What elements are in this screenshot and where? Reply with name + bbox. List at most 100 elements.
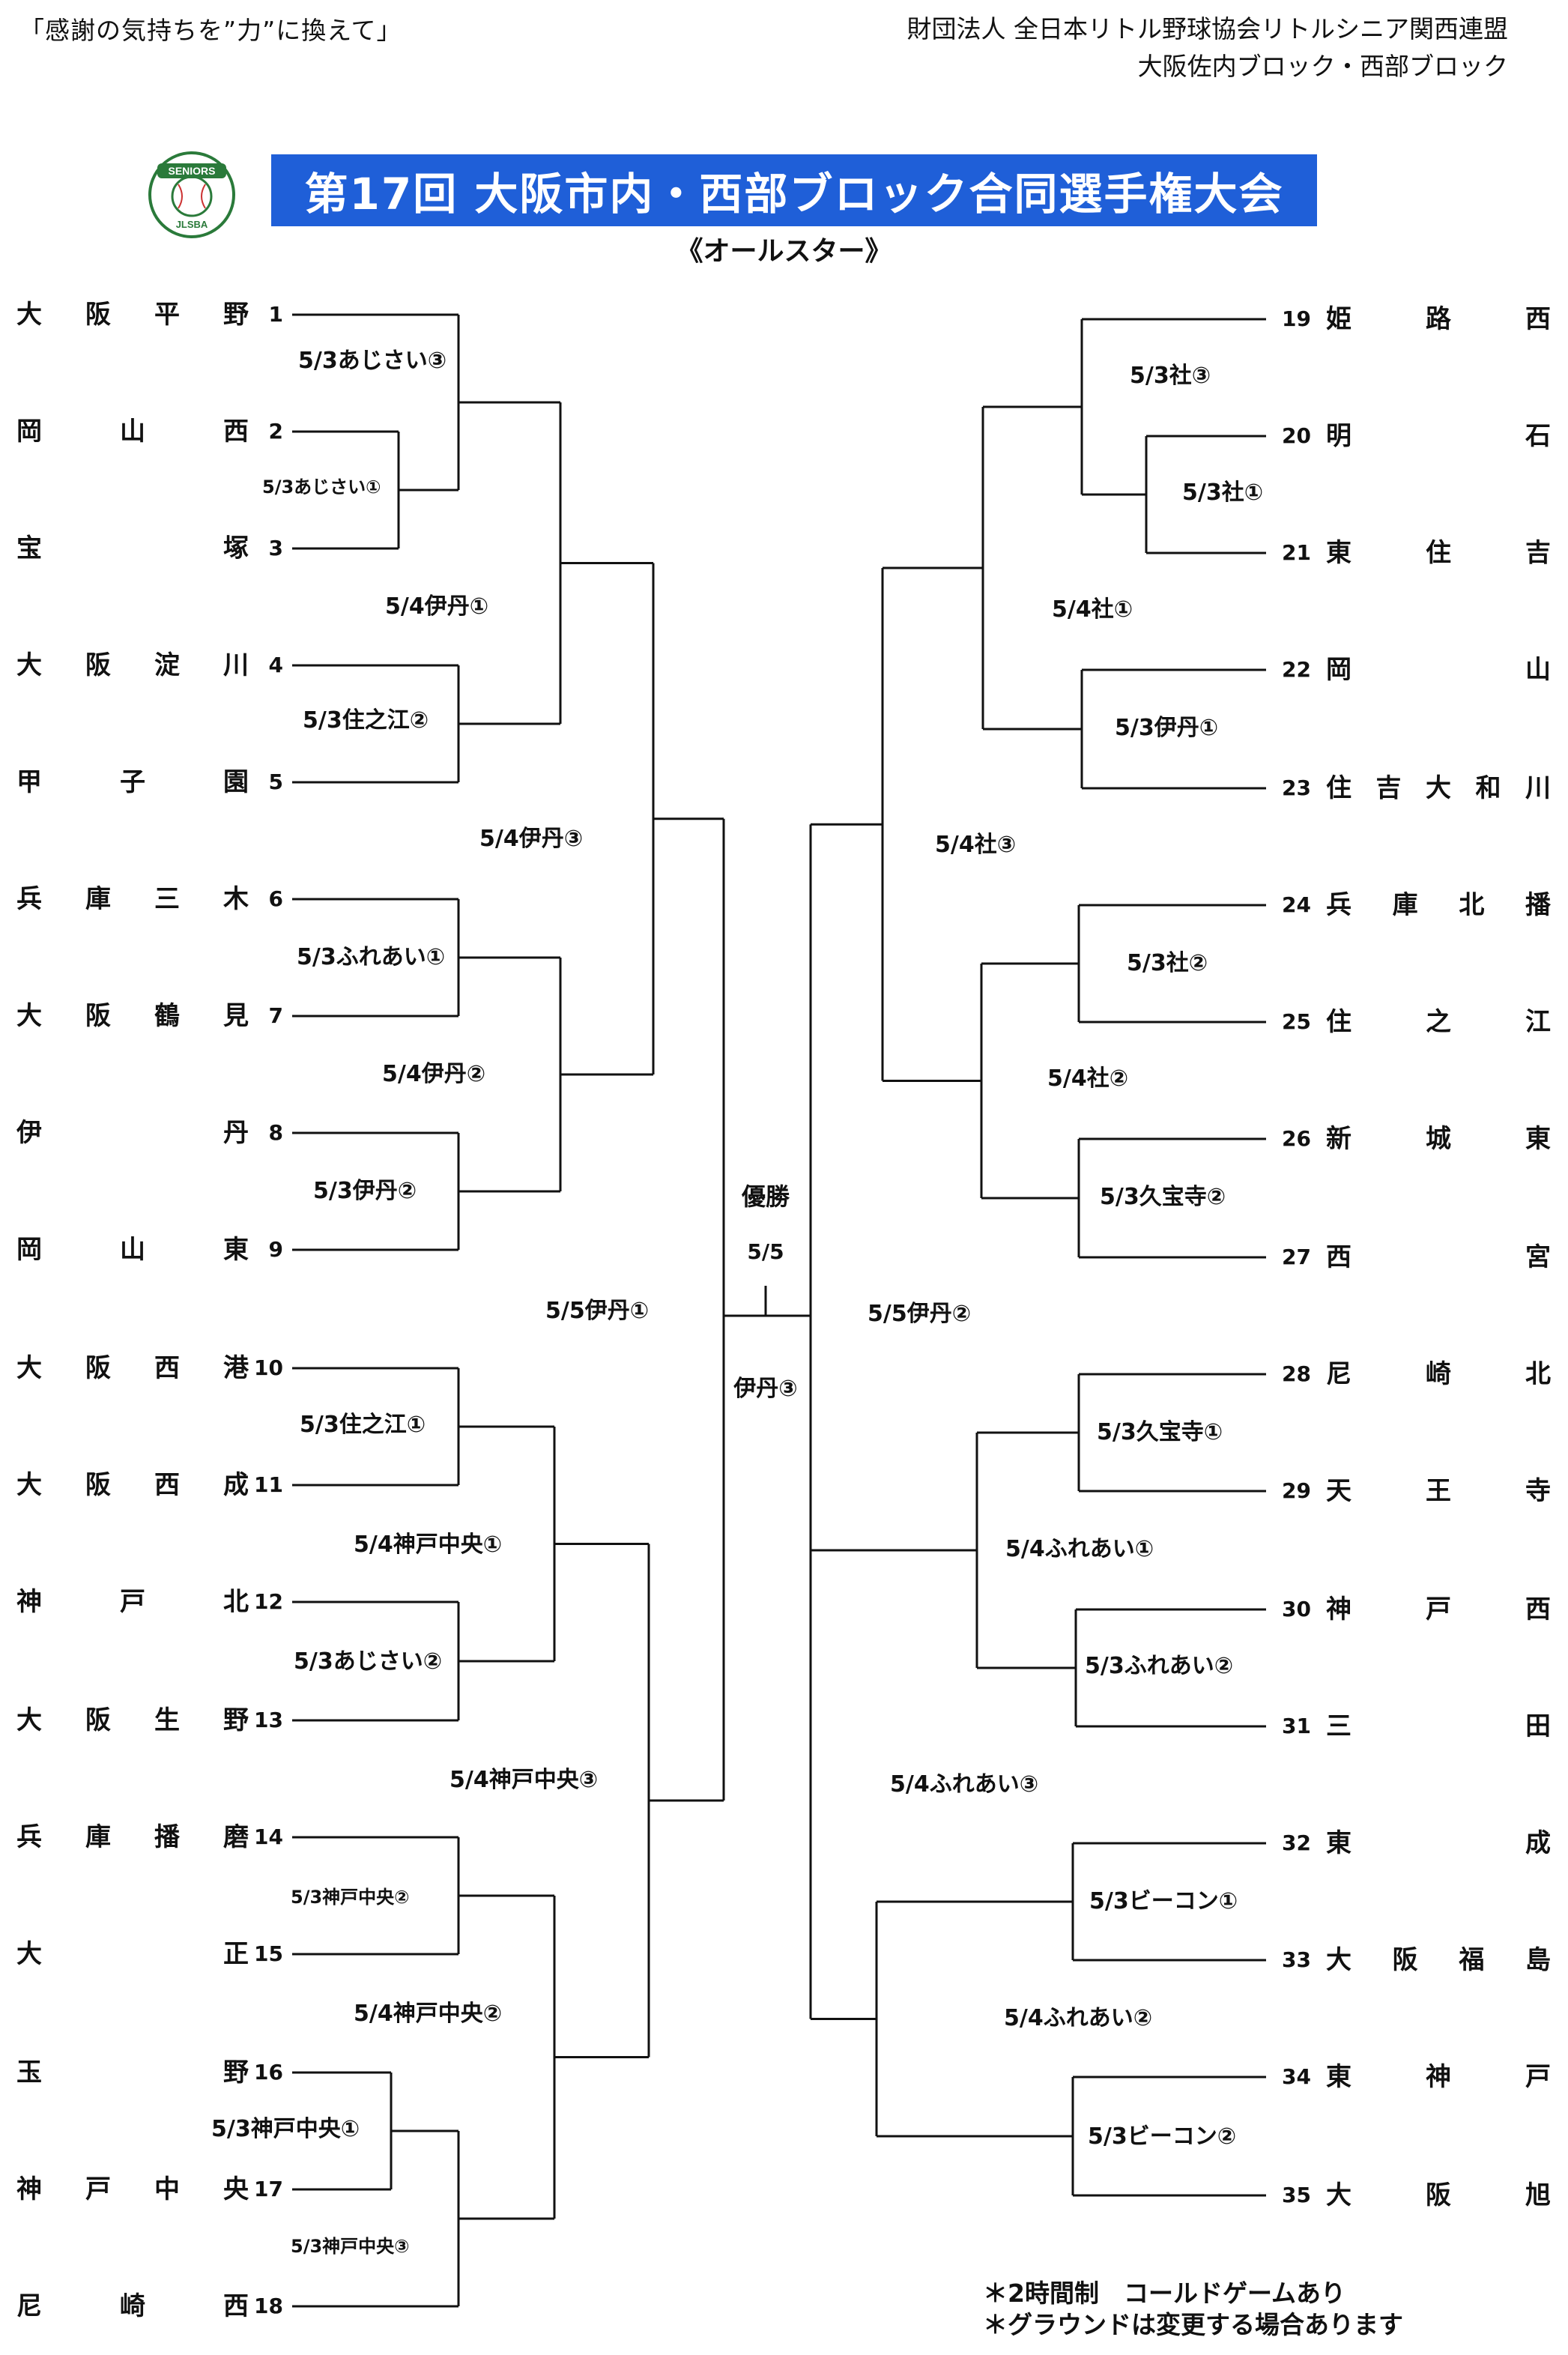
- right-team-name: 東成: [1326, 1827, 1551, 1860]
- left-team-name: 大阪西成: [16, 1469, 249, 1502]
- left-team-name: 大阪平野: [16, 298, 249, 331]
- team-char: 新: [1326, 1124, 1351, 1154]
- right-team-name: 尼崎北: [1326, 1358, 1551, 1391]
- left-team-seed: 15: [254, 1941, 283, 1966]
- team-char: 天: [1326, 1476, 1351, 1506]
- right-team-name: 住吉大和川: [1326, 772, 1551, 805]
- team-char: 淀: [154, 650, 180, 680]
- right-team-seed: 23: [1282, 776, 1311, 800]
- match-label-left: 5/4神戸中央②: [354, 2001, 503, 2027]
- championship-venue: 伊丹③: [733, 1376, 798, 1402]
- match-label-left: 5/4伊丹③: [479, 826, 584, 852]
- left-team-seed: 12: [254, 1589, 283, 1614]
- note-1: ＊2時間制 コールドゲームあり: [983, 2279, 1345, 2308]
- org-line-2: 大阪佐内ブロック・西部ブロック: [1137, 52, 1508, 81]
- left-team-seed: 7: [268, 1003, 283, 1028]
- match-label-left: 5/3あじさい②: [294, 1648, 443, 1675]
- team-char: 東: [223, 1235, 249, 1265]
- svg-text:JLSBA: JLSBA: [176, 219, 208, 230]
- team-char: 北: [1525, 1359, 1551, 1389]
- team-char: 明: [1326, 421, 1351, 451]
- team-char: 神: [1426, 2062, 1451, 2092]
- team-char: 三: [1326, 1711, 1351, 1741]
- team-char: 園: [223, 767, 249, 797]
- team-char: 戸: [1426, 1594, 1451, 1624]
- team-char: 阪: [1392, 1945, 1418, 1975]
- team-char: 大: [16, 1353, 42, 1383]
- team-char: 阪: [85, 1353, 111, 1383]
- team-char: 庫: [85, 1822, 111, 1852]
- team-char: 山: [1525, 655, 1551, 685]
- left-team-seed: 14: [254, 1825, 283, 1849]
- right-team-seed: 19: [1282, 306, 1311, 331]
- team-char: 丹: [223, 1118, 249, 1148]
- team-char: 伊: [16, 1118, 42, 1148]
- team-char: 庫: [85, 884, 111, 914]
- team-char: 玉: [16, 2058, 42, 2088]
- team-char: 成: [1525, 1828, 1551, 1858]
- right-team-seed: 34: [1282, 2064, 1311, 2089]
- team-char: 大: [16, 1470, 42, 1500]
- tournament-title: 第17回 大阪市内・西部ブロック合同選手権大会: [271, 154, 1317, 226]
- team-char: 野: [223, 300, 249, 330]
- right-team-name: 東住吉: [1326, 536, 1551, 569]
- match-label-right: 5/4ふれあい①: [1005, 1536, 1154, 1562]
- left-team-seed: 16: [254, 2060, 283, 2085]
- right-team-name: 大阪福島: [1326, 1944, 1551, 1977]
- left-team-name: 大正: [16, 1938, 249, 1971]
- team-char: 路: [1426, 304, 1451, 334]
- seniors-logo: SENIORS JLSBA: [147, 150, 237, 240]
- team-char: 神: [1326, 1594, 1351, 1624]
- team-char: 東: [1326, 538, 1351, 568]
- left-team-seed: 18: [254, 2294, 283, 2318]
- team-char: 大: [16, 1939, 42, 1969]
- right-team-name: 兵庫北播: [1326, 889, 1551, 922]
- right-team-name: 三田: [1326, 1710, 1551, 1743]
- subtitle: 《オールスター》: [676, 236, 892, 267]
- left-team-name: 大阪生野: [16, 1704, 249, 1737]
- team-char: 阪: [85, 1705, 111, 1735]
- team-char: 阪: [85, 650, 111, 680]
- left-team-seed: 17: [254, 2177, 283, 2201]
- team-char: 甲: [16, 767, 42, 797]
- slogan: 「感謝の気持ちを”力”に換えて」: [19, 16, 402, 45]
- match-label-left: 5/3あじさい①: [262, 477, 381, 498]
- team-char: 之: [1426, 1007, 1451, 1037]
- team-char: 岡: [16, 417, 42, 447]
- left-team-seed: 4: [268, 653, 283, 677]
- team-char: 阪: [85, 1001, 111, 1031]
- team-char: 吉: [1525, 538, 1551, 568]
- match-label-right: 5/5伊丹②: [868, 1301, 972, 1327]
- match-label-right: 5/3久宝寺①: [1097, 1419, 1223, 1445]
- team-char: 田: [1525, 1711, 1551, 1741]
- left-team-seed: 9: [268, 1237, 283, 1262]
- org-line-1: 財団法人 全日本リトル野球協会リトルシニア関西連盟: [906, 14, 1509, 43]
- left-team-name: 神戸中央: [16, 2173, 249, 2206]
- left-team-name: 大阪西港: [16, 1352, 249, 1385]
- team-char: 住: [1426, 538, 1451, 568]
- team-char: 成: [223, 1470, 249, 1500]
- team-char: 住: [1326, 1007, 1351, 1037]
- match-label-right: 5/3社②: [1127, 950, 1208, 976]
- right-team-name: 天王寺: [1326, 1475, 1551, 1508]
- team-char: 姫: [1326, 304, 1351, 334]
- team-char: 和: [1475, 773, 1501, 803]
- left-team-name: 尼崎西: [16, 2290, 249, 2323]
- team-char: 大: [16, 300, 42, 330]
- right-team-name: 神戸西: [1326, 1593, 1551, 1626]
- team-char: 港: [223, 1353, 249, 1383]
- right-team-seed: 20: [1282, 423, 1311, 448]
- team-char: 阪: [85, 300, 111, 330]
- team-char: 平: [154, 300, 180, 330]
- team-char: 子: [120, 767, 145, 797]
- team-char: 岡: [16, 1235, 42, 1265]
- team-char: 宝: [16, 533, 42, 563]
- team-char: 木: [223, 884, 249, 914]
- right-team-seed: 29: [1282, 1478, 1311, 1503]
- team-char: 崎: [1426, 1359, 1451, 1389]
- team-char: 磨: [223, 1822, 249, 1852]
- right-team-name: 住之江: [1326, 1006, 1551, 1039]
- match-label-right: 5/3伊丹①: [1115, 715, 1219, 741]
- team-char: 岡: [1326, 655, 1351, 685]
- match-label-right: 5/4社①: [1052, 596, 1133, 623]
